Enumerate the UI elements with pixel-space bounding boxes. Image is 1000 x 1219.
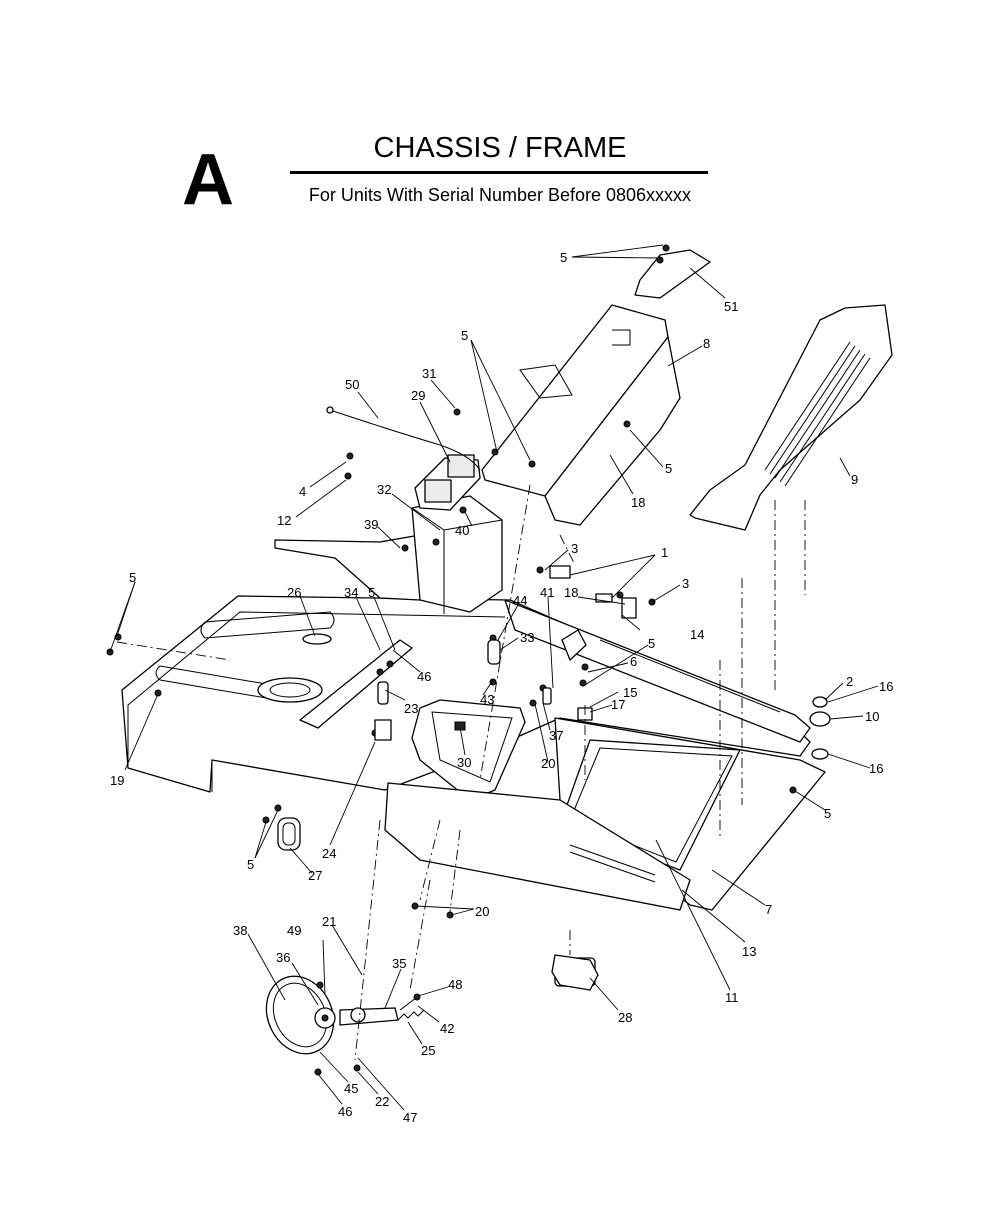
diagram-subtitle: For Units With Serial Number Before 0806… xyxy=(308,185,692,205)
callout: 1 xyxy=(661,545,668,560)
callout: 5 xyxy=(560,250,567,265)
callout: 51 xyxy=(724,299,738,314)
callout: 14 xyxy=(690,627,704,642)
callout: 2 xyxy=(846,674,853,689)
callout: 35 xyxy=(392,956,406,971)
callout: 39 xyxy=(364,517,378,532)
callout: 6 xyxy=(630,654,637,669)
diagram-title: CHASSIS / FRAME xyxy=(373,132,627,164)
callout: 25 xyxy=(421,1043,435,1058)
callout: 41 xyxy=(540,585,554,600)
callout: 37 xyxy=(549,728,563,743)
assembly-lines xyxy=(116,484,806,1061)
callout: 49 xyxy=(287,923,301,938)
callout: 13 xyxy=(742,944,756,959)
callout: 45 xyxy=(344,1081,358,1096)
callout-labels: 5 51 8 5 50 31 29 5 4 32 18 9 12 39 40 1… xyxy=(110,250,893,1125)
callout: 5 xyxy=(461,328,468,343)
idler-arm xyxy=(339,1007,399,1026)
title-underline xyxy=(290,171,708,174)
mount-bracket xyxy=(551,954,599,991)
cross-member xyxy=(299,639,413,729)
callout: 31 xyxy=(422,366,436,381)
callout: 48 xyxy=(448,977,462,992)
battery xyxy=(411,495,503,613)
callout: 44 xyxy=(513,593,527,608)
idler-spring xyxy=(397,1009,425,1021)
leader-lines xyxy=(109,244,879,1111)
section-letter: A xyxy=(182,140,234,220)
callout: 3 xyxy=(571,541,578,556)
callout: 46 xyxy=(338,1104,352,1119)
callout: 21 xyxy=(322,914,336,929)
callout: 50 xyxy=(345,377,359,392)
callout: 12 xyxy=(277,513,291,528)
callout: 42 xyxy=(440,1021,454,1036)
callout: 20 xyxy=(541,756,555,771)
callout: 3 xyxy=(682,576,689,591)
callout: 47 xyxy=(403,1110,417,1125)
callout: 20 xyxy=(475,904,489,919)
callout: 17 xyxy=(611,697,625,712)
callout: 4 xyxy=(299,484,306,499)
callout: 5 xyxy=(824,806,831,821)
callout: 43 xyxy=(480,692,494,707)
fender-cowl xyxy=(689,304,893,531)
callout: 5 xyxy=(665,461,672,476)
callout: 16 xyxy=(869,761,883,776)
callout: 24 xyxy=(322,846,336,861)
callout: 15 xyxy=(623,685,637,700)
callout: 18 xyxy=(631,495,645,510)
center-opening xyxy=(411,699,526,801)
callout: 7 xyxy=(765,902,772,917)
callout: 23 xyxy=(404,701,418,716)
callout: 18 xyxy=(564,585,578,600)
callout: 30 xyxy=(457,755,471,770)
callout: 46 xyxy=(417,669,431,684)
front-cowl xyxy=(384,782,691,911)
callout: 26 xyxy=(287,585,301,600)
callout: 11 xyxy=(725,990,739,1005)
callout: 36 xyxy=(276,950,290,965)
battery-cable xyxy=(329,409,481,471)
callout: 19 xyxy=(110,773,124,788)
callout: 32 xyxy=(377,482,391,497)
callout: 40 xyxy=(455,523,469,538)
callout: 10 xyxy=(865,709,879,724)
callout: 5 xyxy=(129,570,136,585)
callout: 28 xyxy=(618,1010,632,1025)
callout: 5 xyxy=(368,585,375,600)
callout: 29 xyxy=(411,388,425,403)
callout: 33 xyxy=(520,630,534,645)
callout: 27 xyxy=(308,868,322,883)
callout: 16 xyxy=(879,679,893,694)
callout: 5 xyxy=(648,636,655,651)
main-frame xyxy=(121,595,811,793)
callout: 22 xyxy=(375,1094,389,1109)
callout: 34 xyxy=(344,585,358,600)
chassis-drawing xyxy=(106,244,893,1076)
seat-bracket xyxy=(634,249,711,299)
callout: 38 xyxy=(233,923,247,938)
callout: 5 xyxy=(247,857,254,872)
callout: 9 xyxy=(851,472,858,487)
callout: 8 xyxy=(703,336,710,351)
